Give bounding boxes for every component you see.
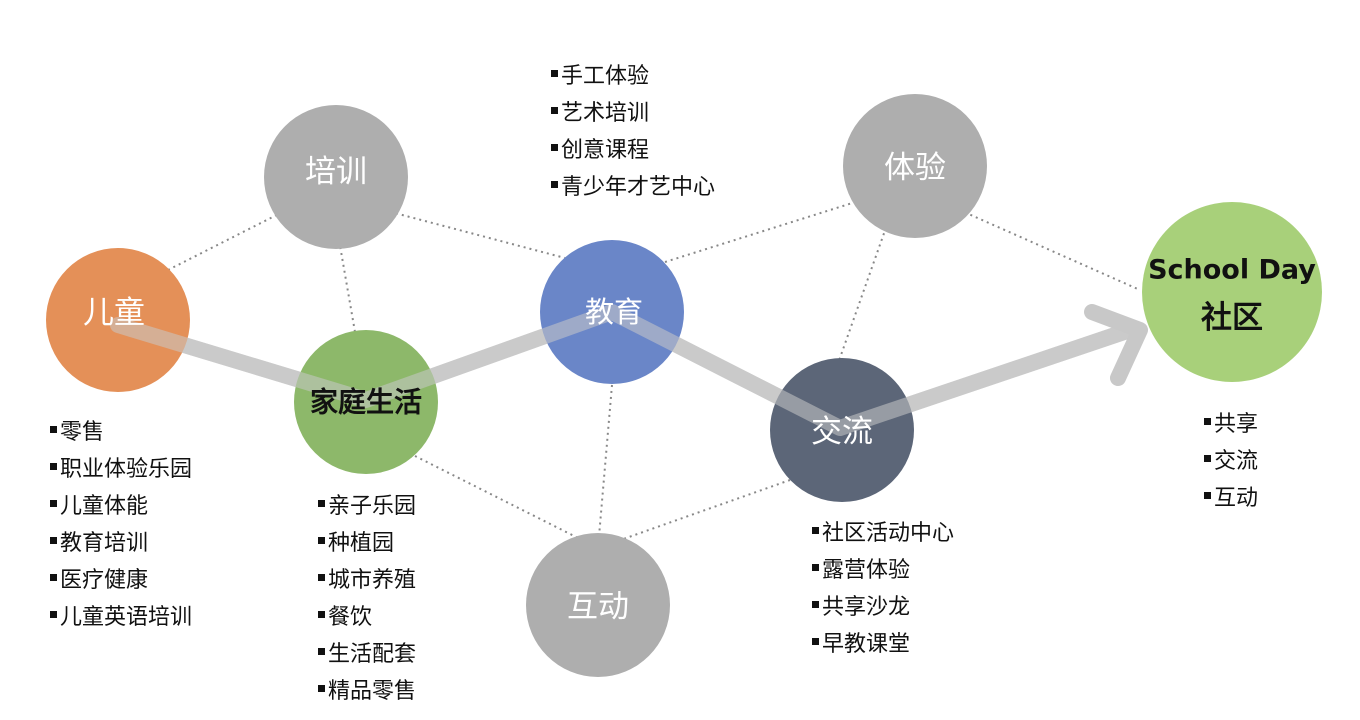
list-item: 儿童英语培训 <box>50 596 192 633</box>
list-item: 青少年才艺中心 <box>551 166 715 203</box>
list-item-label: 餐饮 <box>328 604 373 630</box>
list-item: 早教课堂 <box>812 623 954 660</box>
bullet-icon <box>50 611 57 618</box>
list-item: 互动 <box>1204 477 1258 514</box>
node-label-children: 儿童 <box>83 295 145 331</box>
bullet-icon <box>1204 492 1211 499</box>
list-item-label: 青少年才艺中心 <box>561 174 716 200</box>
list-item: 露营体验 <box>812 549 954 586</box>
list-item: 创意课程 <box>551 129 715 166</box>
list-item: 共享沙龙 <box>812 586 954 623</box>
list-item-label: 职业体验乐园 <box>60 456 193 482</box>
bullet-icon <box>1204 455 1211 462</box>
list-item-label: 互动 <box>1214 485 1259 511</box>
list-item-label: 亲子乐园 <box>328 493 417 519</box>
node-label-interaction: 互动 <box>567 589 629 625</box>
node-training <box>264 105 408 249</box>
list-item: 餐饮 <box>318 596 416 633</box>
list-item-label: 儿童体能 <box>60 493 149 519</box>
bullet-icon <box>551 144 558 151</box>
connector-experience-exchange <box>834 187 901 373</box>
list-item-label: 教育培训 <box>60 530 149 556</box>
list-item-label: 艺术培训 <box>561 100 650 126</box>
node-interaction <box>526 533 670 677</box>
connector-exchange-interaction <box>597 479 791 549</box>
list-item-label: 露营体验 <box>822 557 911 583</box>
list-item: 社区活动中心 <box>812 512 954 549</box>
bullet-icon <box>551 70 558 77</box>
list-item: 零售 <box>50 411 192 448</box>
bullet-icon <box>50 426 57 433</box>
node-label-family: 家庭生活 <box>310 386 422 419</box>
arrow-head-icon <box>1084 304 1148 386</box>
bullet-icon <box>812 564 819 571</box>
list-item: 教育培训 <box>50 522 192 559</box>
node-label-experience: 体验 <box>884 150 946 186</box>
list-exchange: 社区活动中心露营体验共享沙龙早教课堂 <box>812 512 954 660</box>
bullet-icon <box>1204 418 1211 425</box>
bullet-icon <box>50 537 57 544</box>
list-item-label: 社区活动中心 <box>822 520 955 546</box>
bullet-icon <box>318 500 325 507</box>
bullet-icon <box>318 537 325 544</box>
list-item: 生活配套 <box>318 633 416 670</box>
list-education: 手工体验艺术培训创意课程青少年才艺中心 <box>551 55 715 203</box>
connector-family-interaction <box>414 455 599 549</box>
node-community <box>1142 202 1322 382</box>
bullet-icon <box>50 500 57 507</box>
list-item: 医疗健康 <box>50 559 192 596</box>
connector-education-interaction <box>597 384 613 549</box>
node-label-training: 培训 <box>305 154 367 190</box>
list-item-label: 精品零售 <box>328 678 417 704</box>
list-item-label: 创意课程 <box>561 137 650 163</box>
list-item: 交流 <box>1204 440 1258 477</box>
list-item: 儿童体能 <box>50 485 192 522</box>
list-item-label: 城市养殖 <box>328 567 417 593</box>
bullet-icon <box>318 648 325 655</box>
bullet-icon <box>318 685 325 692</box>
list-item-label: 早教课堂 <box>822 631 911 657</box>
bullet-icon <box>551 107 558 114</box>
list-item-label: 种植园 <box>328 530 395 556</box>
growth-path-overlay <box>110 304 1138 436</box>
node-label-community-line2: 社区 <box>1201 300 1263 336</box>
list-item-label: 儿童英语培训 <box>60 604 193 630</box>
list-item-label: 共享 <box>1214 411 1259 437</box>
bullet-icon <box>50 463 57 470</box>
list-item: 种植园 <box>318 522 416 559</box>
bullet-icon <box>318 611 325 618</box>
bullet-icon <box>551 181 558 188</box>
list-item: 精品零售 <box>318 670 416 707</box>
list-item: 手工体验 <box>551 55 715 92</box>
list-item: 亲子乐园 <box>318 485 416 522</box>
bullet-icon <box>812 601 819 608</box>
list-item: 城市养殖 <box>318 559 416 596</box>
list-item-label: 零售 <box>60 419 105 445</box>
list-family: 亲子乐园种植园城市养殖餐饮生活配套精品零售 <box>318 485 416 707</box>
list-children: 零售职业体验乐园儿童体能教育培训医疗健康儿童英语培训 <box>50 411 192 633</box>
list-item-label: 交流 <box>1214 448 1259 474</box>
list-item-label: 医疗健康 <box>60 567 149 593</box>
node-label-exchange: 交流 <box>811 414 873 450</box>
list-item: 职业体验乐园 <box>50 448 192 485</box>
node-experience <box>843 94 987 238</box>
list-item-label: 生活配套 <box>328 641 417 667</box>
node-label-education: 教育 <box>585 295 643 329</box>
bullet-icon <box>812 527 819 534</box>
list-item-label: 共享沙龙 <box>822 594 911 620</box>
node-label-community-line1: School Day <box>1148 255 1316 286</box>
bullet-icon <box>812 638 819 645</box>
list-community: 共享交流互动 <box>1204 403 1258 514</box>
list-item: 艺术培训 <box>551 92 715 129</box>
bullet-icon <box>50 574 57 581</box>
list-item-label: 手工体验 <box>561 63 650 89</box>
bullet-icon <box>318 574 325 581</box>
list-item: 共享 <box>1204 403 1258 440</box>
